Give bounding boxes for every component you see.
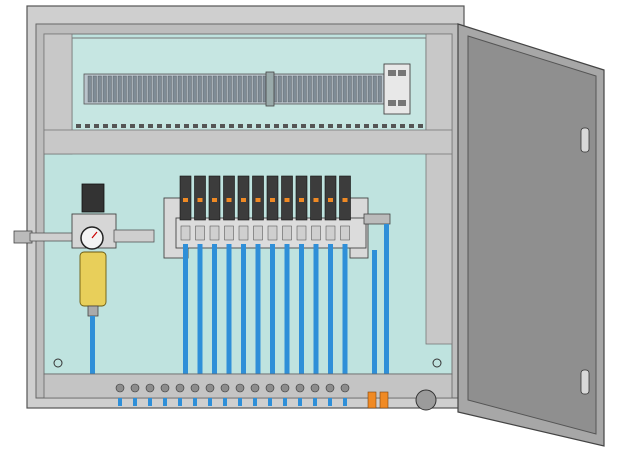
solenoid-valve — [252, 175, 264, 241]
valve-tube — [241, 244, 246, 386]
door-hinge-bottom — [580, 369, 590, 395]
solenoid-valve — [237, 175, 250, 241]
gland-fitting — [190, 383, 200, 393]
gland-orange-1 — [367, 391, 377, 409]
gland-fitting — [220, 383, 230, 393]
solenoid-valve — [223, 175, 235, 241]
gland-fitting — [145, 383, 155, 393]
pneumatic-tubes — [183, 244, 348, 386]
gland-fitting — [175, 383, 185, 393]
gland-fitting — [310, 383, 320, 393]
cable-glands — [115, 383, 350, 406]
filter-bowl — [79, 251, 107, 307]
filter-regulator — [13, 183, 155, 317]
solenoid-valve — [281, 175, 293, 241]
solenoid-valve — [208, 175, 221, 241]
solenoid-valve — [324, 175, 337, 241]
mount-hole-right — [432, 358, 442, 368]
gland-fitting — [160, 383, 170, 393]
exhaust-tube-2 — [384, 224, 389, 380]
solenoid-valve — [339, 175, 351, 241]
valve-tube — [255, 244, 261, 386]
valve-tube — [226, 244, 232, 386]
solenoid-valve — [266, 175, 279, 241]
supply-tube — [90, 316, 95, 390]
gland-fitting — [325, 383, 335, 393]
gland-orange-2 — [379, 391, 389, 409]
gland-fitting — [280, 383, 290, 393]
exhaust-tube — [372, 250, 377, 380]
gland-fitting — [115, 383, 125, 393]
solenoid-valve — [179, 175, 192, 241]
valve-tube — [328, 244, 333, 386]
gland-fitting — [250, 383, 260, 393]
valve-tube — [197, 244, 203, 386]
gland-fitting — [340, 383, 350, 393]
cable-gland-large — [415, 389, 437, 411]
solenoid-valve — [194, 175, 206, 241]
gland-fitting — [235, 383, 245, 393]
right-side-rail — [425, 33, 453, 345]
valve-tube — [284, 244, 290, 386]
terminal-block-rail — [83, 63, 411, 115]
valve-tube — [270, 244, 275, 386]
valve-tube — [299, 244, 304, 386]
valve-manifold — [163, 175, 391, 259]
gland-fitting — [295, 383, 305, 393]
valve-tube — [313, 244, 319, 386]
valve-tube — [183, 244, 188, 386]
mount-hole-left — [53, 358, 63, 368]
gland-fitting — [205, 383, 215, 393]
valve-tube — [212, 244, 217, 386]
solenoid-valve — [295, 175, 308, 241]
cabinet-door — [457, 23, 605, 447]
bottom-gland-plate — [43, 373, 453, 399]
gland-fitting — [265, 383, 275, 393]
valve-tube — [342, 244, 348, 386]
door-hinge-top — [580, 127, 590, 153]
circuit-breaker — [383, 63, 411, 115]
divider-vent-slots — [76, 124, 423, 128]
gland-fitting — [130, 383, 140, 393]
mid-divider — [43, 129, 453, 155]
solenoid-valve — [310, 175, 322, 241]
